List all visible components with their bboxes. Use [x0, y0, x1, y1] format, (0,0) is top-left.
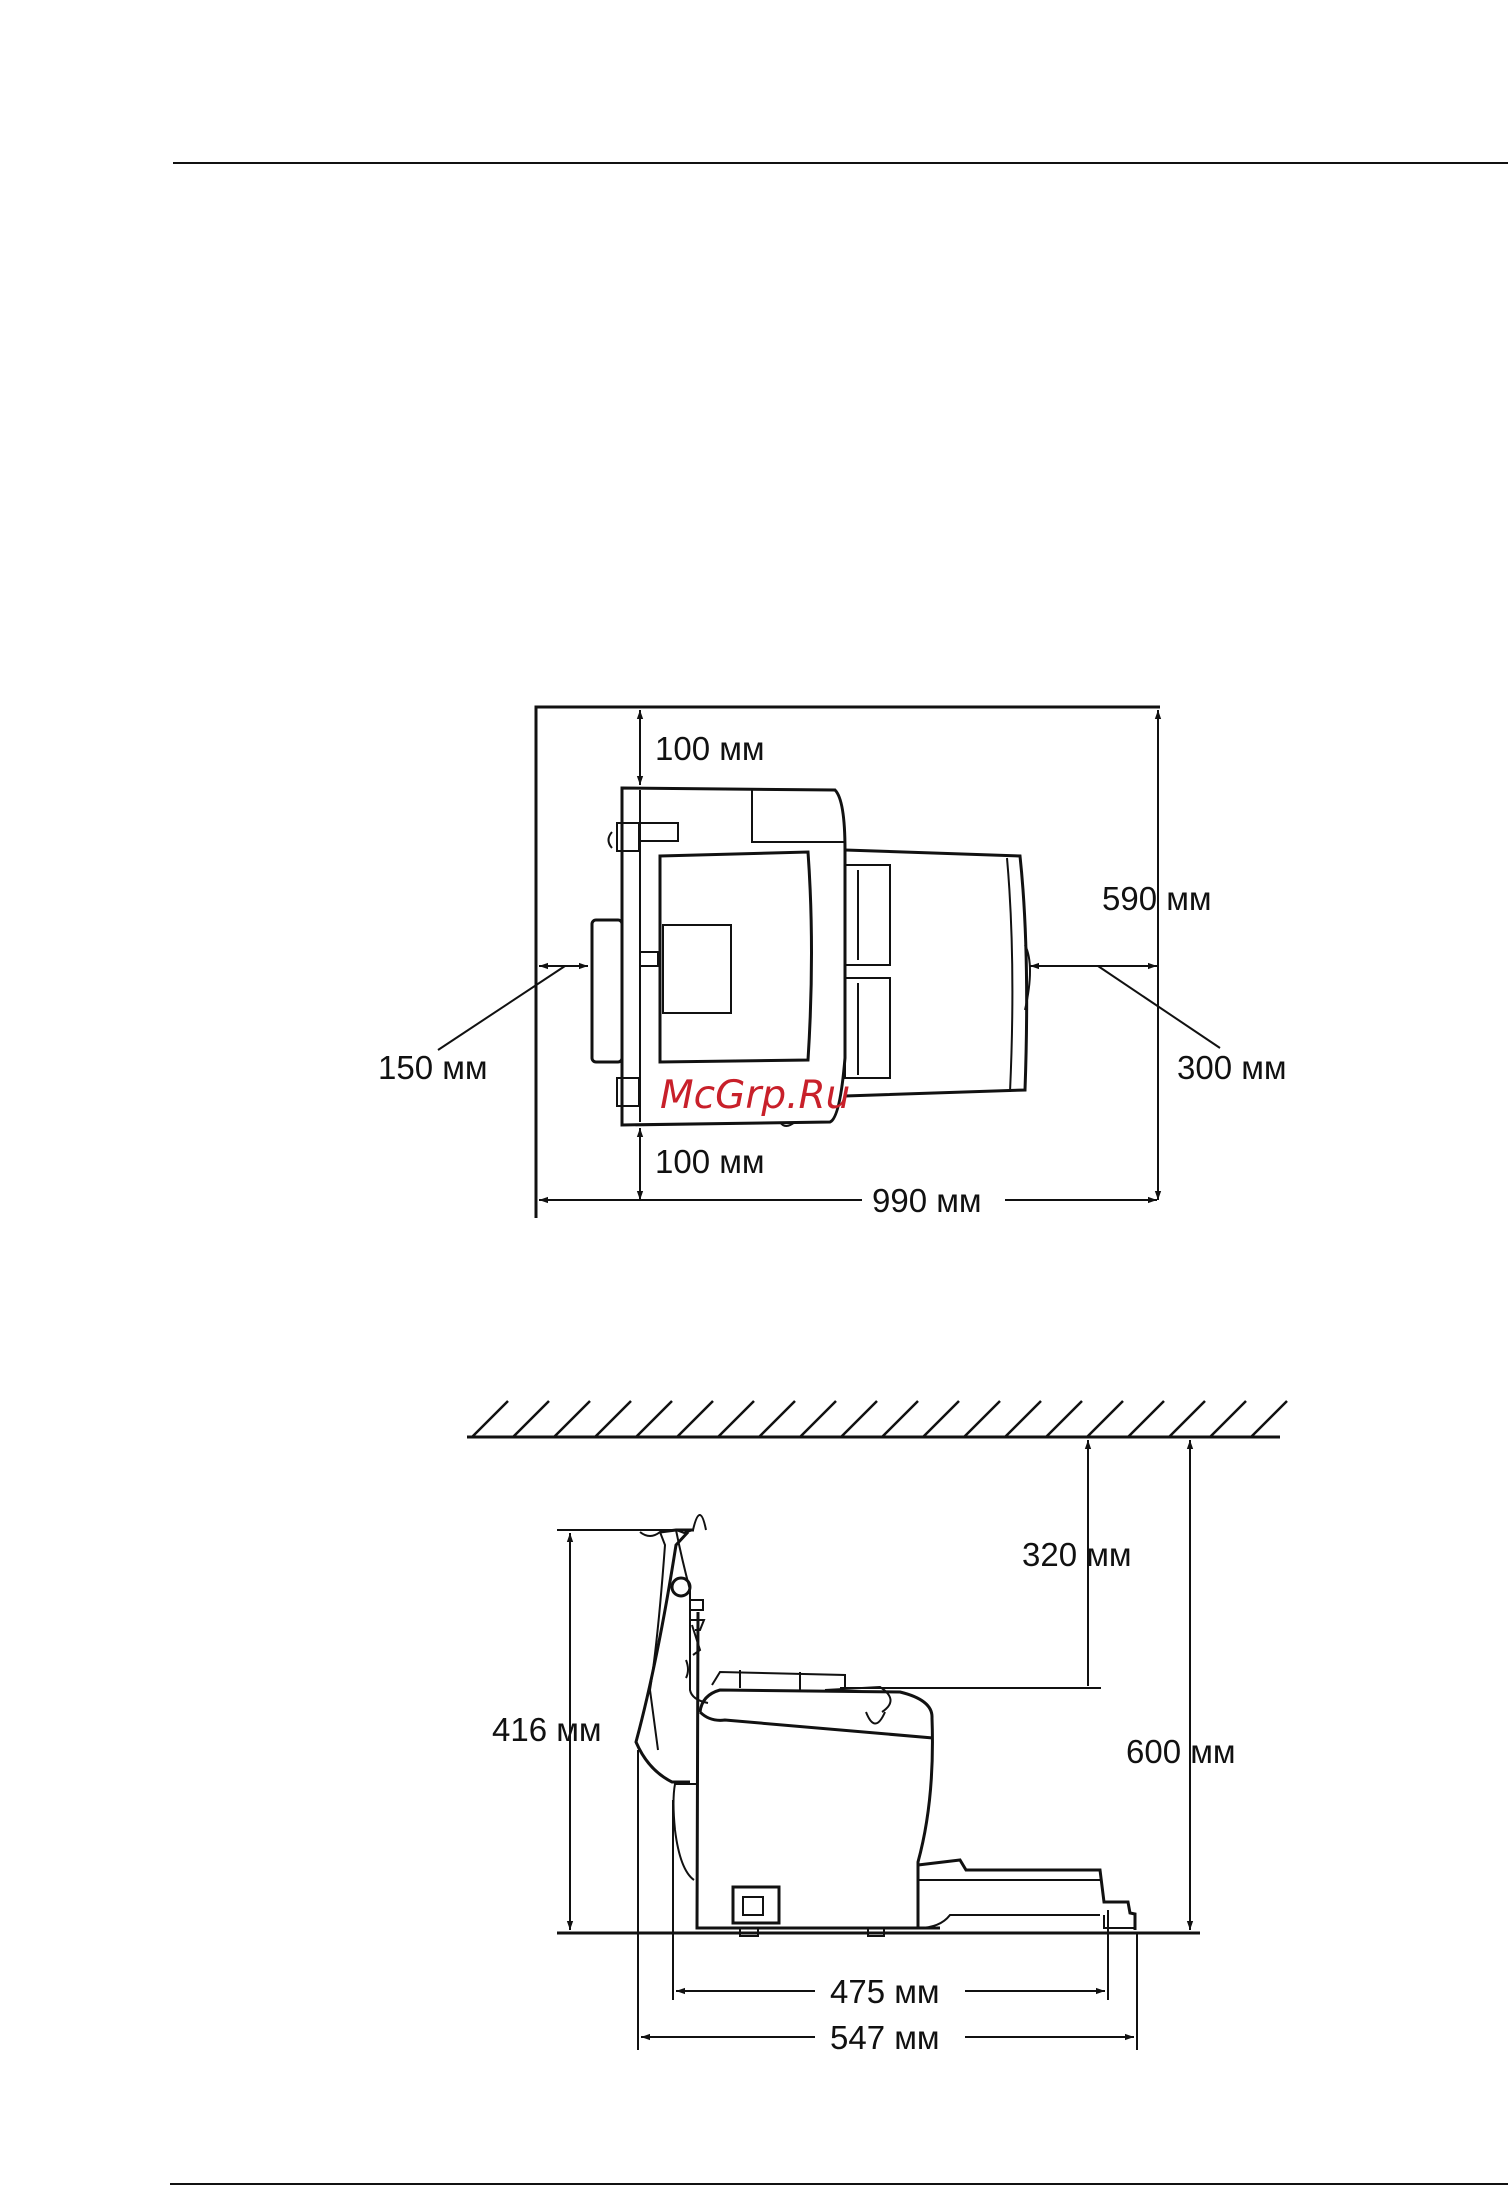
- label-clearance-right: 300 мм: [1177, 1049, 1287, 1086]
- label-height-open-cover: 416 мм: [492, 1711, 602, 1748]
- label-total-depth: 590 мм: [1102, 880, 1212, 917]
- label-clearance-front: 100 мм: [655, 1143, 765, 1180]
- label-clearance-above: 320 мм: [1022, 1536, 1132, 1573]
- label-clearance-rear: 100 мм: [655, 730, 765, 767]
- label-clearance-left: 150 мм: [378, 1049, 488, 1086]
- label-total-width: 990 мм: [872, 1182, 982, 1219]
- top-view-diagram: 100 мм 100 мм 150 мм 300 мм 590 мм 990 м…: [378, 707, 1287, 1219]
- leader-left: [438, 966, 565, 1050]
- watermark-text: McGrp.Ru: [660, 1073, 850, 1118]
- side-view-diagram: 320 мм 600 мм 416 мм 475 мм 547 мм: [467, 1401, 1287, 2056]
- wall-outline: [536, 707, 1160, 1218]
- label-total-height: 600 мм: [1126, 1733, 1236, 1770]
- ceiling-hatch: [467, 1401, 1287, 1437]
- printer-side-view: [636, 1515, 1135, 1936]
- label-total-width-side: 547 мм: [830, 2019, 940, 2056]
- label-body-width: 475 мм: [830, 1973, 940, 2010]
